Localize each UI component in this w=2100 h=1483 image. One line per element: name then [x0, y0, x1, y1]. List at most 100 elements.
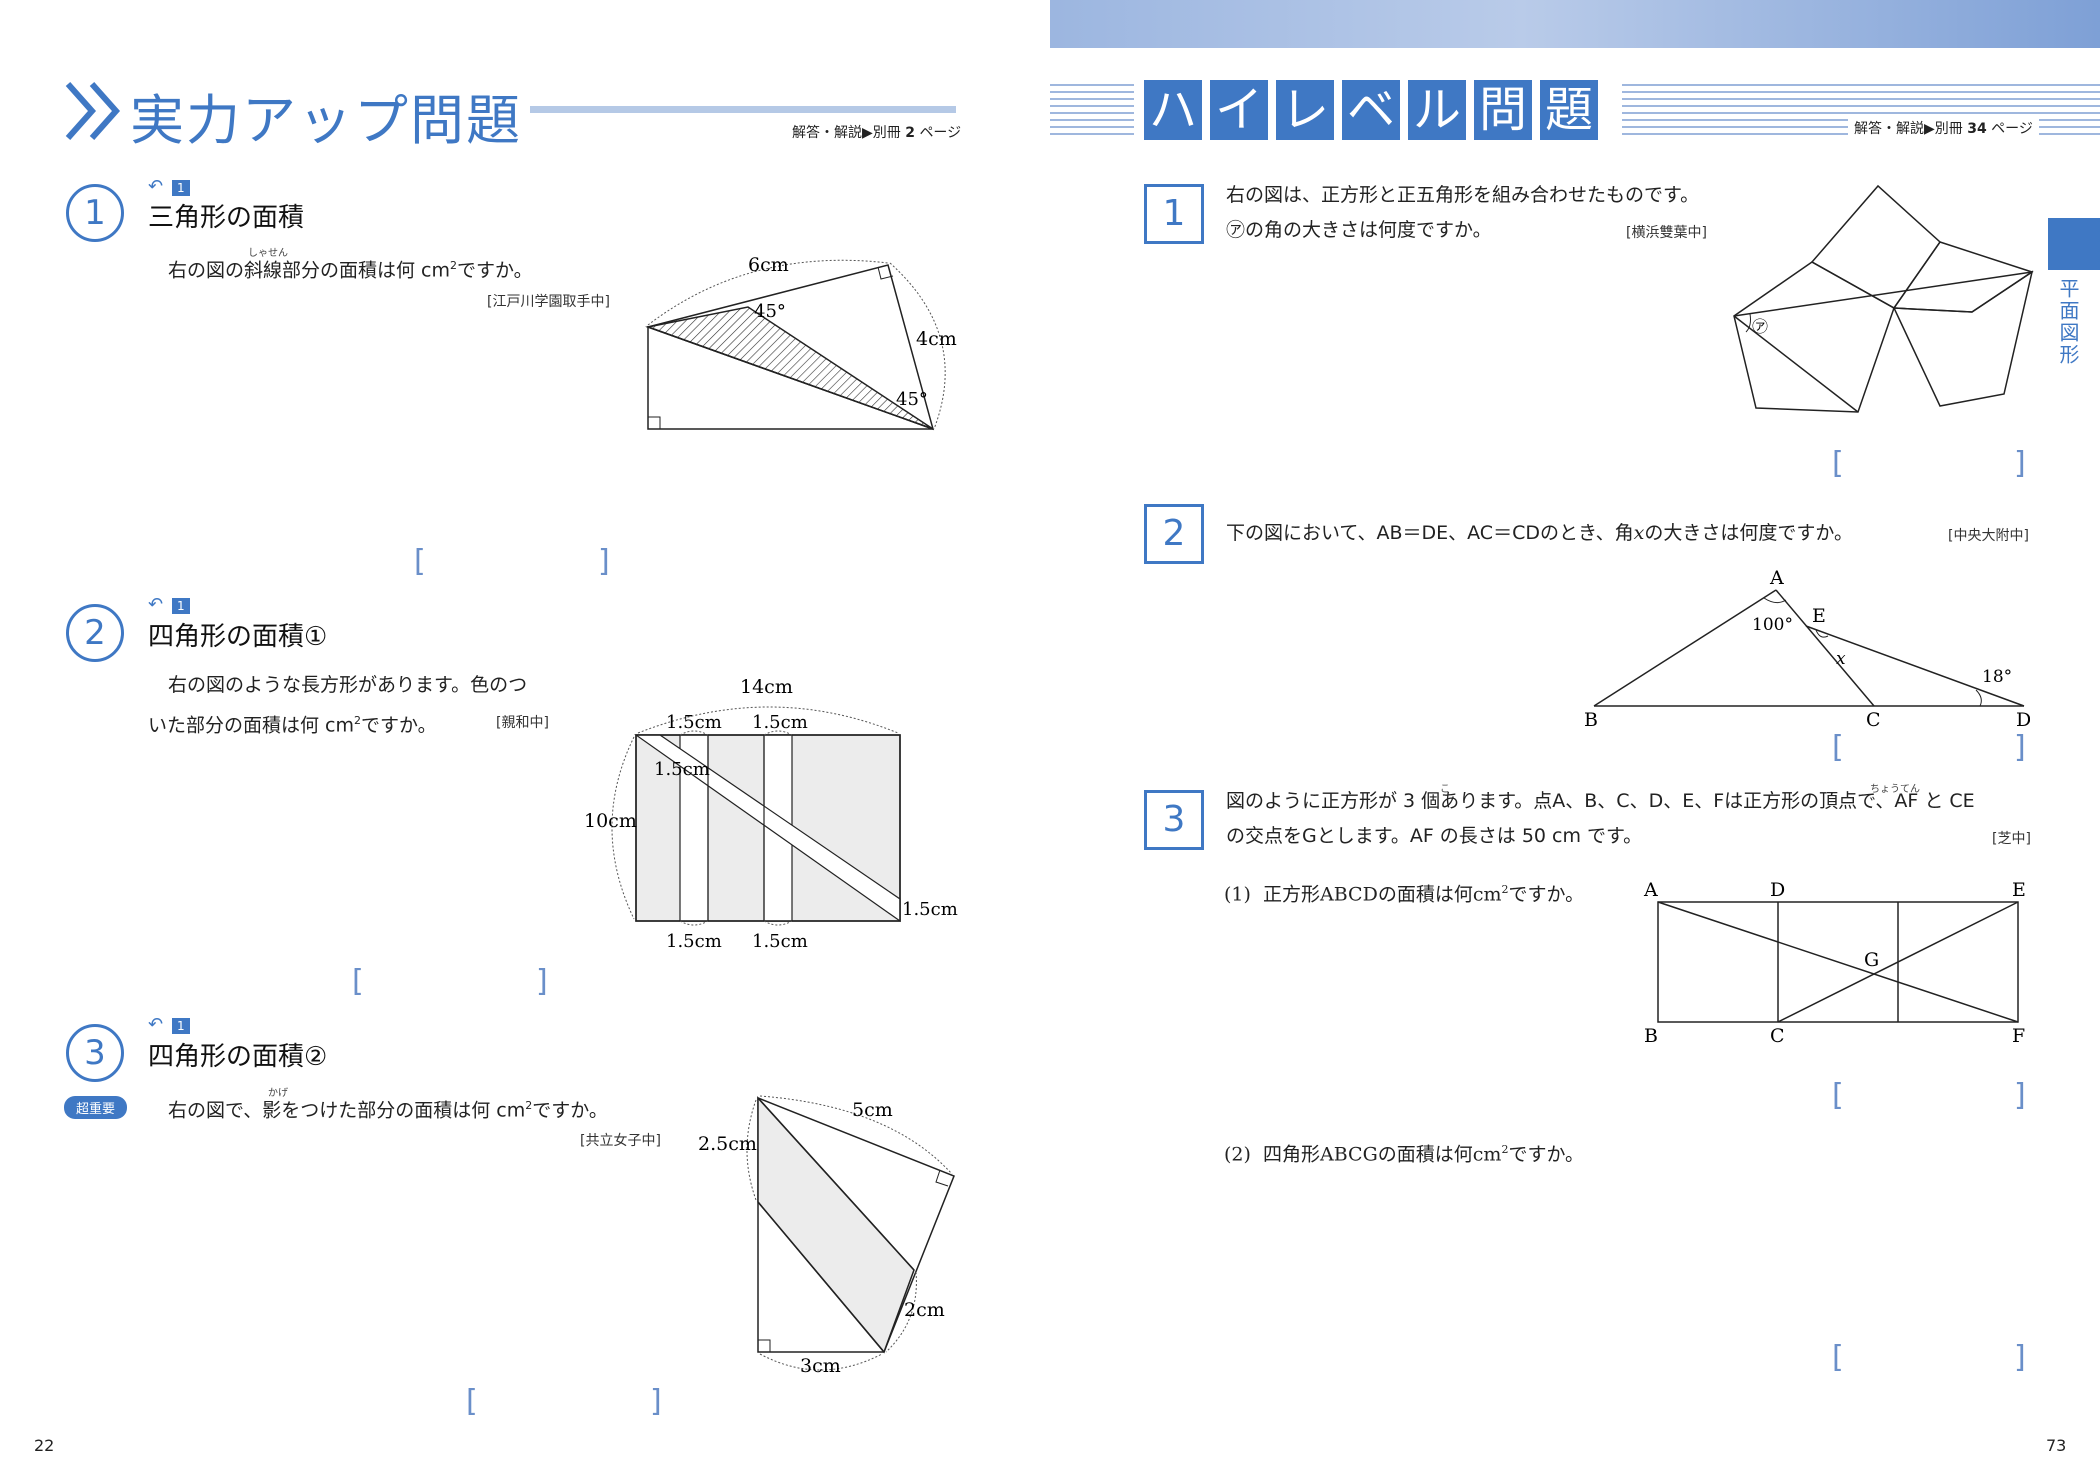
answer-reference: 解答・解説▶別冊 34 ページ: [1848, 118, 2039, 138]
label-B: B: [1584, 709, 1598, 730]
problem-text: 下の図において、AB＝DE、AC＝CDのとき、角xの大きさは何度ですか。: [1226, 522, 1853, 544]
ruby-text: ちょうてん: [1870, 784, 1920, 795]
chevron-icon: [65, 82, 121, 140]
problem-number-box: 3: [1144, 790, 1204, 850]
problem-text: 右の図の斜線部分の面積は何 cm2ですか。: [168, 259, 533, 282]
label-C: C: [1770, 1025, 1785, 1047]
title-char: ル: [1408, 80, 1466, 140]
label-2-5cm: 2.5cm: [698, 1133, 757, 1155]
figure-quadrilateral: 5cm 2.5cm 2cm 3cm: [698, 1095, 955, 1377]
label-1-5cm-diagonal: 1.5cm: [654, 759, 710, 780]
label-angle-100: 100°: [1752, 615, 1793, 635]
label-6cm: 6cm: [748, 254, 789, 276]
shaded-region: [757, 1096, 915, 1354]
figure-triangle: 6cm 45° 4cm 45°: [645, 254, 957, 431]
label-F: F: [2012, 1025, 2025, 1047]
label-1-5cm-bottom-1: 1.5cm: [666, 931, 722, 952]
page-title: 実力アップ問題: [130, 89, 522, 152]
answer-bracket-open: [: [1832, 730, 1844, 765]
importance-badge: 超重要: [64, 1096, 128, 1119]
page-number: 73: [2046, 1436, 2067, 1455]
label-x: x: [1836, 649, 1846, 669]
reference-badge: 1: [172, 1018, 190, 1034]
problem-text-line2: いた部分の面積は何 cm2ですか。: [148, 714, 437, 737]
side-tab-label: 平面図形: [2056, 278, 2080, 366]
figure-square-pentagon: ㋐: [1733, 184, 2034, 413]
label-angle-a: ㋐: [1752, 317, 1768, 336]
answer-bracket-close: ]: [2014, 730, 2026, 765]
label-C: C: [1866, 709, 1881, 730]
problem-text-line1: 図のように正方形が 3 個あります。点A、B、C、D、E、Fは正方形の頂点で、A…: [1226, 790, 1975, 812]
title-boxes: ハ イ レ ベ ル 問 題: [1144, 80, 1598, 140]
hatched-triangle: [645, 306, 934, 430]
problem-title: 四角形の面積②: [148, 1042, 328, 1072]
title-char: ベ: [1342, 80, 1400, 140]
answer-bracket-close: ]: [598, 544, 610, 579]
ruby-text: かげ: [268, 1088, 288, 1099]
answer-bracket-close: ]: [536, 964, 548, 999]
source-label: [共立女子中]: [580, 1133, 661, 1149]
problem-text: 右の図で、影をつけた部分の面積は何 cm2ですか。: [168, 1099, 608, 1122]
label-angle-45-bottom: 45°: [896, 389, 928, 410]
title-char: レ: [1276, 80, 1334, 140]
answer-bracket-open: [: [1832, 1340, 1844, 1375]
label-10cm: 10cm: [584, 810, 637, 832]
problem-number-circle: 2: [66, 604, 124, 662]
source-label: [中央大附中]: [1948, 528, 2029, 544]
subquestion-2: (2) 四角形ABCGの面積は何cm2ですか。: [1224, 1143, 1585, 1166]
label-14cm: 14cm: [740, 676, 793, 698]
page-number: 22: [34, 1436, 55, 1455]
problem-number-circle: 3: [66, 1024, 124, 1082]
problem-title: 三角形の面積: [148, 203, 305, 233]
ruby-text: こ: [1440, 784, 1450, 795]
label-B: B: [1644, 1025, 1658, 1047]
side-tab: [2048, 218, 2100, 270]
label-2cm: 2cm: [904, 1299, 945, 1321]
figure-three-squares: A D E G B C F: [1643, 879, 2026, 1047]
answer-bracket-open: [: [414, 544, 426, 579]
problem-text-line1: 右の図のような長方形があります。色のつ: [168, 674, 528, 696]
source-label: [江戸川学園取手中]: [487, 294, 610, 310]
title-char: イ: [1210, 80, 1268, 140]
label-E: E: [2012, 879, 2026, 901]
back-reference-icon: ↶: [148, 1014, 164, 1035]
label-D: D: [2016, 709, 2030, 730]
answer-bracket-open: [: [1832, 446, 1844, 481]
source-label: [芝中]: [1992, 831, 2031, 847]
figure-rectangle: 14cm 1.5cm 1.5cm 1.5cm 10cm 1.5cm 1.5cm …: [584, 676, 958, 952]
problem-number-box: 1: [1144, 184, 1204, 244]
label-A: A: [1643, 879, 1658, 901]
answer-bracket-open: [: [466, 1384, 478, 1419]
answer-bracket-close: ]: [650, 1384, 662, 1419]
label-angle-45-top: 45°: [754, 301, 786, 322]
answer-reference: 解答・解説▶別冊 2 ページ: [792, 125, 962, 141]
problem-title: 四角形の面積①: [148, 622, 328, 652]
figure-triangle-abcde: A B C D E 100° x 18°: [1584, 570, 2030, 730]
title-char: 問: [1474, 80, 1532, 140]
problem-text-line2: の交点をGとします。AF の長さは 50 cm です。: [1226, 825, 1643, 847]
label-D: D: [1770, 879, 1785, 901]
back-reference-icon: ↶: [148, 176, 164, 197]
answer-bracket-close: ]: [2014, 1078, 2026, 1113]
label-3cm: 3cm: [800, 1355, 841, 1377]
title-char: ハ: [1144, 80, 1202, 140]
subquestion-1: (1) 正方形ABCDの面積は何cm2ですか。: [1224, 883, 1585, 906]
label-1-5cm-bottom-2: 1.5cm: [752, 931, 808, 952]
label-4cm: 4cm: [916, 328, 957, 350]
reference-badge: 1: [172, 598, 190, 614]
answer-bracket-open: [: [1832, 1078, 1844, 1113]
back-reference-icon: ↶: [148, 594, 164, 615]
label-E: E: [1812, 605, 1826, 627]
answer-bracket-open: [: [352, 964, 364, 999]
label-angle-18: 18°: [1982, 667, 2012, 687]
reference-badge: 1: [172, 180, 190, 196]
label-1-5cm-top-1: 1.5cm: [666, 712, 722, 733]
stripe-decoration-left: [1050, 84, 1134, 140]
answer-bracket-close: ]: [2014, 1340, 2026, 1375]
label-5cm: 5cm: [852, 1099, 893, 1121]
problem-number-box: 2: [1144, 504, 1204, 564]
source-label: [横浜雙葉中]: [1626, 225, 1707, 241]
label-A: A: [1769, 570, 1784, 589]
top-band: [1050, 0, 2100, 48]
problem-text-line1: 右の図は、正方形と正五角形を組み合わせたものです。: [1226, 184, 1700, 206]
